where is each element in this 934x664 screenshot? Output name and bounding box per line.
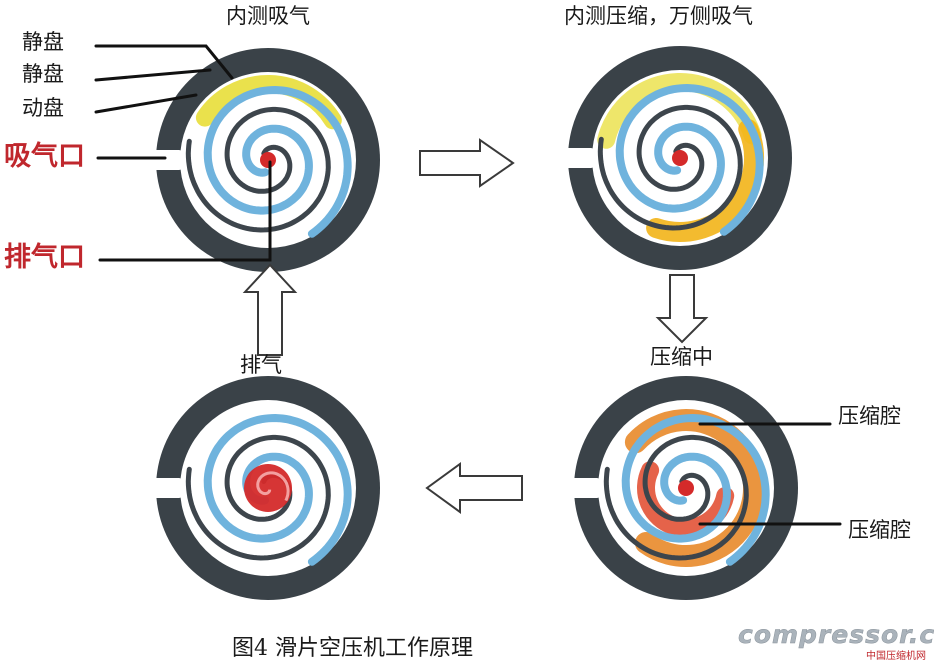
orbiting-scroll-spiral-1 (185, 106, 331, 233)
exhaust-port-1 (260, 152, 276, 168)
stage-title-exhaust: 排气 (240, 353, 282, 377)
fixed-scroll-spiral-3 (621, 413, 770, 566)
arrow-right (419, 138, 515, 188)
orbiting-scroll-spiral-2 (597, 104, 743, 231)
label-intake-port: 吸气口 (4, 141, 85, 172)
intake-slot-2 (564, 148, 594, 168)
orbiting-scroll-spiral-3 (603, 434, 749, 561)
watermark-logo: compressor.cn (738, 620, 934, 650)
arrow-up (242, 263, 298, 356)
compressing-gas-2 (646, 119, 765, 242)
exhaust-port-2 (672, 150, 688, 166)
label-orbiting-scroll: 动盘 (22, 96, 64, 120)
label-compression-chamber-1: 压缩腔 (838, 404, 901, 428)
fixed-scroll-spiral-2 (615, 83, 764, 236)
fixed-scroll-spiral-4 (203, 413, 352, 566)
fixed-scroll-spiral-1 (203, 85, 352, 238)
label-exhaust-port: 排气口 (4, 242, 85, 273)
scroll-disc-1 (152, 48, 380, 272)
scroll-disc-3 (570, 376, 798, 600)
scroll-disc-2 (564, 46, 792, 270)
intake-slot-3 (570, 478, 600, 498)
leader-orbiting-scroll (94, 93, 198, 114)
label-compression-chamber-2: 压缩腔 (848, 518, 911, 542)
figure-caption: 图4 滑片空压机工作原理 (232, 636, 473, 661)
discharge-gas-4 (244, 464, 292, 512)
scroll-disc-4 (152, 376, 380, 600)
label-fixed-scroll-2: 静盘 (22, 62, 64, 86)
arrow-down (655, 274, 709, 344)
label-fixed-scroll-1: 静盘 (22, 30, 64, 54)
leader-fixed-scroll-1 (94, 44, 234, 80)
leader-fixed-scroll-2 (94, 68, 212, 82)
intake-slot-4 (152, 478, 182, 498)
stage-title-compress-and-intake: 内测压缩，万侧吸气 (564, 4, 753, 28)
stage-title-compressing: 压缩中 (650, 345, 713, 369)
leader-exhaust-port (98, 160, 272, 262)
exhaust-port-3 (678, 480, 694, 496)
arrow-left (425, 462, 523, 514)
intake-slot-1 (152, 150, 182, 170)
discharge-swirl-4 (256, 471, 290, 502)
watermark-subtitle: 中国压缩机网 (866, 651, 926, 662)
stage-title-intake: 内测吸气 (226, 4, 310, 28)
watermark: compressor.cn 中国压缩机网 (738, 620, 934, 662)
